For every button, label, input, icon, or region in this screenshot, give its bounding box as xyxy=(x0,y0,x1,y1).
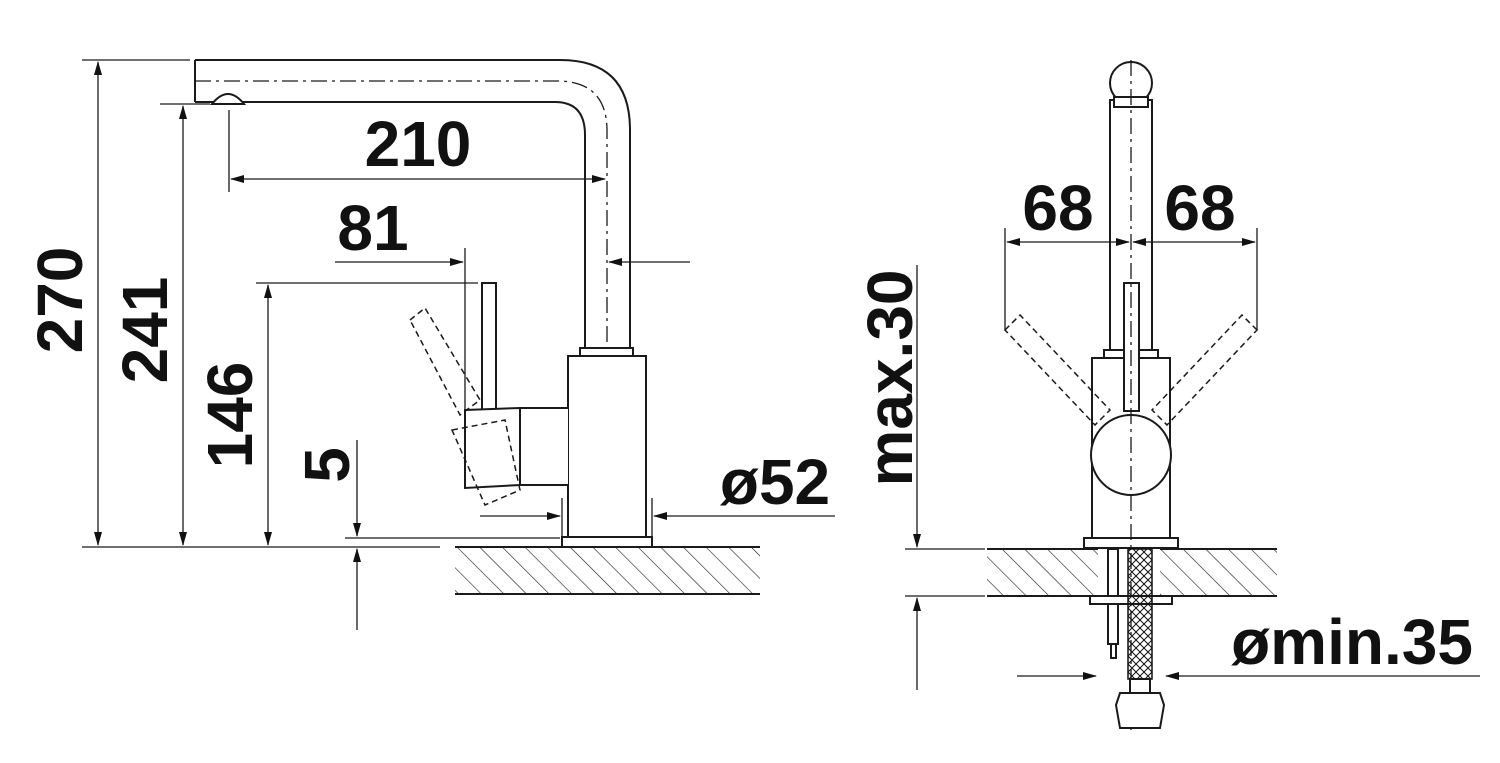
dim-spout-reach: 210 xyxy=(365,108,472,180)
lever-handle xyxy=(409,282,521,506)
dim-max-thickness: max.30 xyxy=(854,269,926,486)
dim-base-clearance: 5 xyxy=(291,447,363,483)
side-view: 270 241 146 5 210 81 ø52 xyxy=(24,59,835,630)
front-view: 68 68 max.30 ømin.35 xyxy=(854,60,1480,730)
spout xyxy=(194,59,631,540)
dim-swing-left: 68 xyxy=(1022,172,1093,244)
dim-outlet-height: 241 xyxy=(109,277,181,384)
mounting-hardware xyxy=(1089,548,1173,729)
dim-base-diameter: ø52 xyxy=(720,446,830,518)
faucet-body xyxy=(519,347,653,548)
dim-handle-height: 146 xyxy=(194,362,266,469)
dim-hole-diameter: ømin.35 xyxy=(1231,606,1473,678)
countertop-side xyxy=(455,547,760,594)
dim-handle-offset: 81 xyxy=(337,192,408,264)
dim-total-height: 270 xyxy=(24,247,96,354)
dim-swing-right: 68 xyxy=(1164,172,1235,244)
